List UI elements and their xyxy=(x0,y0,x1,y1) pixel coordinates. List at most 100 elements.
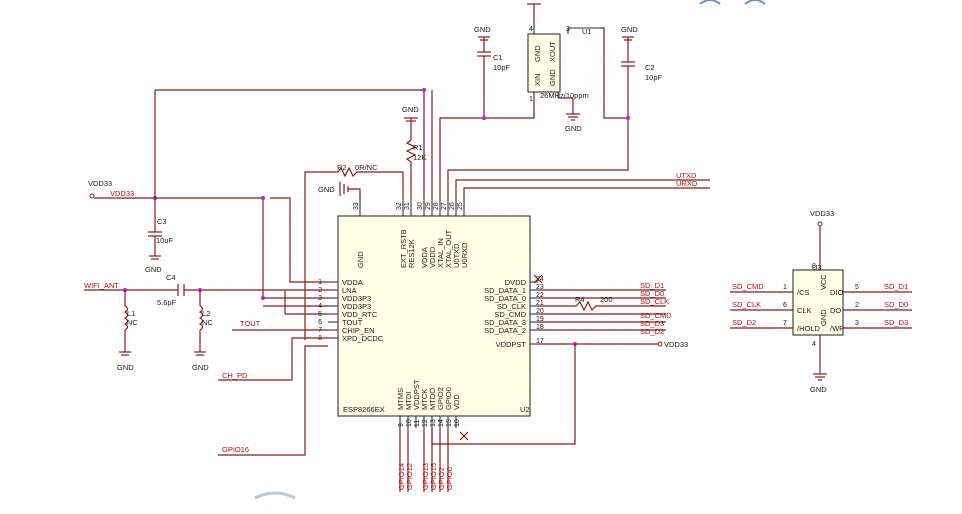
u2-pin-num: 20 xyxy=(536,308,544,315)
net-urxd: URXD xyxy=(676,179,698,188)
u3-pin-vcc: VCC xyxy=(819,274,828,290)
u1-pin-gnd2: GND xyxy=(548,69,557,86)
u2-pin-name: XTAL_IN xyxy=(436,238,445,268)
net-utxd: UTXD xyxy=(676,171,697,180)
u3-flash[interactable]: U3 /CS CLK /HOLD VCC GND DIO DO /WP xyxy=(792,263,844,336)
u2-pin-num: 32 xyxy=(396,202,403,210)
u2-pin-num: 25 xyxy=(457,202,464,210)
u3-pin4-num: 4 xyxy=(812,341,816,348)
c2-capacitor[interactable]: GND C2 10pF xyxy=(621,25,663,118)
u2-pin-num: 28 xyxy=(433,202,440,210)
gnd-label: GND xyxy=(474,25,491,34)
gnd-label: GND xyxy=(565,124,582,133)
r4-resistor[interactable] xyxy=(568,300,666,312)
r2-value: 0R/NC xyxy=(355,163,378,172)
c1-value: 10pF xyxy=(493,63,511,72)
c1-capacitor[interactable]: GND C1 10pF xyxy=(474,25,511,118)
u2-pin-num: 19 xyxy=(536,316,544,323)
u1-pin-gnd: GND xyxy=(533,45,542,62)
u1-pin1-num: 1 xyxy=(529,96,533,103)
u2-pin-name: VDD3P3 xyxy=(342,302,371,311)
net-vdd33: VDD33 xyxy=(110,189,134,198)
u2-pin-num: 10 xyxy=(406,419,413,427)
net-sd-d3: SD_D3 xyxy=(640,319,664,328)
u2-pin-num: 29 xyxy=(425,202,432,210)
u3-pin6-num: 6 xyxy=(783,302,787,309)
net-gpio16: GPIO16 xyxy=(222,445,249,454)
u2-pin-name: LNA xyxy=(342,286,357,295)
net-wifi-ant: WIFI_ANT xyxy=(84,281,119,290)
u2-pin-num: 23 xyxy=(536,284,544,291)
r1-value: 12K xyxy=(413,153,426,162)
gnd-label: GND xyxy=(810,385,827,394)
gnd-symbol: GND xyxy=(318,182,361,200)
c2-ref: C2 xyxy=(645,63,655,72)
u2-pin-num: 17 xyxy=(536,338,544,345)
r2-resistor[interactable]: R2 0R/NC xyxy=(304,163,404,340)
u3-pin8-num: 8 xyxy=(812,263,816,270)
u3-pin-cs: /CS xyxy=(797,288,810,297)
u3-ref: U3 xyxy=(812,263,822,272)
r1-resistor[interactable]: GND R1 12K xyxy=(402,105,426,200)
net-f-sd-d3: SD_D3 xyxy=(884,318,908,327)
u1-pin-xin: XIN xyxy=(533,73,542,86)
wire-urxd xyxy=(463,187,710,200)
gnd-symbol: GND xyxy=(810,373,827,394)
u2-pin-name: VDD xyxy=(452,394,461,410)
gnd-label: GND xyxy=(621,25,638,34)
junction-dot xyxy=(261,296,265,300)
net-sd-d2: SD_D2 xyxy=(640,327,664,336)
u2-esp8266ex[interactable]: ESP8266EX U2 xyxy=(337,215,531,417)
c3-capacitor[interactable]: C3 10uF GND xyxy=(145,198,174,274)
net-gpio13: GPIO13 xyxy=(421,463,430,490)
net-gpio0: GPIO0 xyxy=(445,467,454,490)
r2-ref: R2 xyxy=(337,163,347,172)
u2-pin-num: 9 xyxy=(398,423,405,427)
u2-pin-name: VDDA xyxy=(420,247,429,268)
l2-ref: L2 xyxy=(202,309,210,318)
u3-pin7-num: 7 xyxy=(783,320,787,327)
net-gpio15: GPIO15 xyxy=(429,463,438,490)
u2-pin-name: GPIO0 xyxy=(444,387,453,410)
u1-crystal[interactable]: 4 3 1 GND XOUT GND XIN U1 26MHz/10ppm xyxy=(527,22,600,103)
c4-capacitor[interactable]: C4 5.6pF xyxy=(157,273,185,307)
u2-pin-name: U0RXD xyxy=(460,242,469,268)
u2-pin-num: 6 xyxy=(318,319,322,326)
wire-ch-pd xyxy=(218,337,328,381)
u2-pin-name: SD_CMD xyxy=(494,310,526,319)
net-sd-clk: SD_CLK xyxy=(640,297,669,306)
gnd-label: GND xyxy=(318,185,335,194)
u2-bottom-pins: 9MTMS10MTDI11VDDPST12MTCK13MTDO14GPIO215… xyxy=(396,379,461,428)
u2-pin-num: 22 xyxy=(536,292,544,299)
decorative-arc xyxy=(699,0,721,5)
u2-pin-name: CHIP_EN xyxy=(342,326,375,335)
u2-pin-num: 18 xyxy=(536,324,544,331)
decorative-arc xyxy=(744,0,766,5)
net-ch-pd: CH_PD xyxy=(222,371,248,380)
u2-pin-num: 24 xyxy=(536,276,544,283)
l1-inductor[interactable]: L1 NC GND xyxy=(117,290,138,372)
u2-right-pins: 24DVDD23SD_DATA_122SD_DATA_021SD_CLK20SD… xyxy=(484,276,544,349)
u2-pin-name: MTDI xyxy=(404,392,413,410)
vdd33-label: VDD33 xyxy=(810,209,834,218)
net-f-sd-d1: SD_D1 xyxy=(884,282,908,291)
u2-pin-name: SD_DATA_3 xyxy=(484,318,526,327)
u2-pin-num: 12 xyxy=(422,419,429,427)
l1-value: NC xyxy=(127,318,138,327)
junction-dot xyxy=(261,196,265,200)
c1-ref: C1 xyxy=(493,53,503,62)
l2-value: NC xyxy=(202,318,213,327)
u1-pin4-num: 4 xyxy=(529,26,533,33)
u2-pin-name: VDDD xyxy=(428,246,437,268)
gnd-label: GND xyxy=(145,265,162,274)
u3-pin2-num: 2 xyxy=(855,302,859,309)
u2-pin-num: 14 xyxy=(438,419,445,427)
l2-inductor[interactable]: L2 NC GND xyxy=(192,290,213,372)
u2-pin-name: VDDPST xyxy=(496,340,527,349)
u3-pin1-num: 1 xyxy=(783,284,787,291)
u2-pin-name: RES12K xyxy=(407,239,416,268)
u2-pin-num: 15 xyxy=(446,419,453,427)
u3-pin-gnd: GND xyxy=(819,309,828,326)
c4-ref: C4 xyxy=(166,273,176,282)
